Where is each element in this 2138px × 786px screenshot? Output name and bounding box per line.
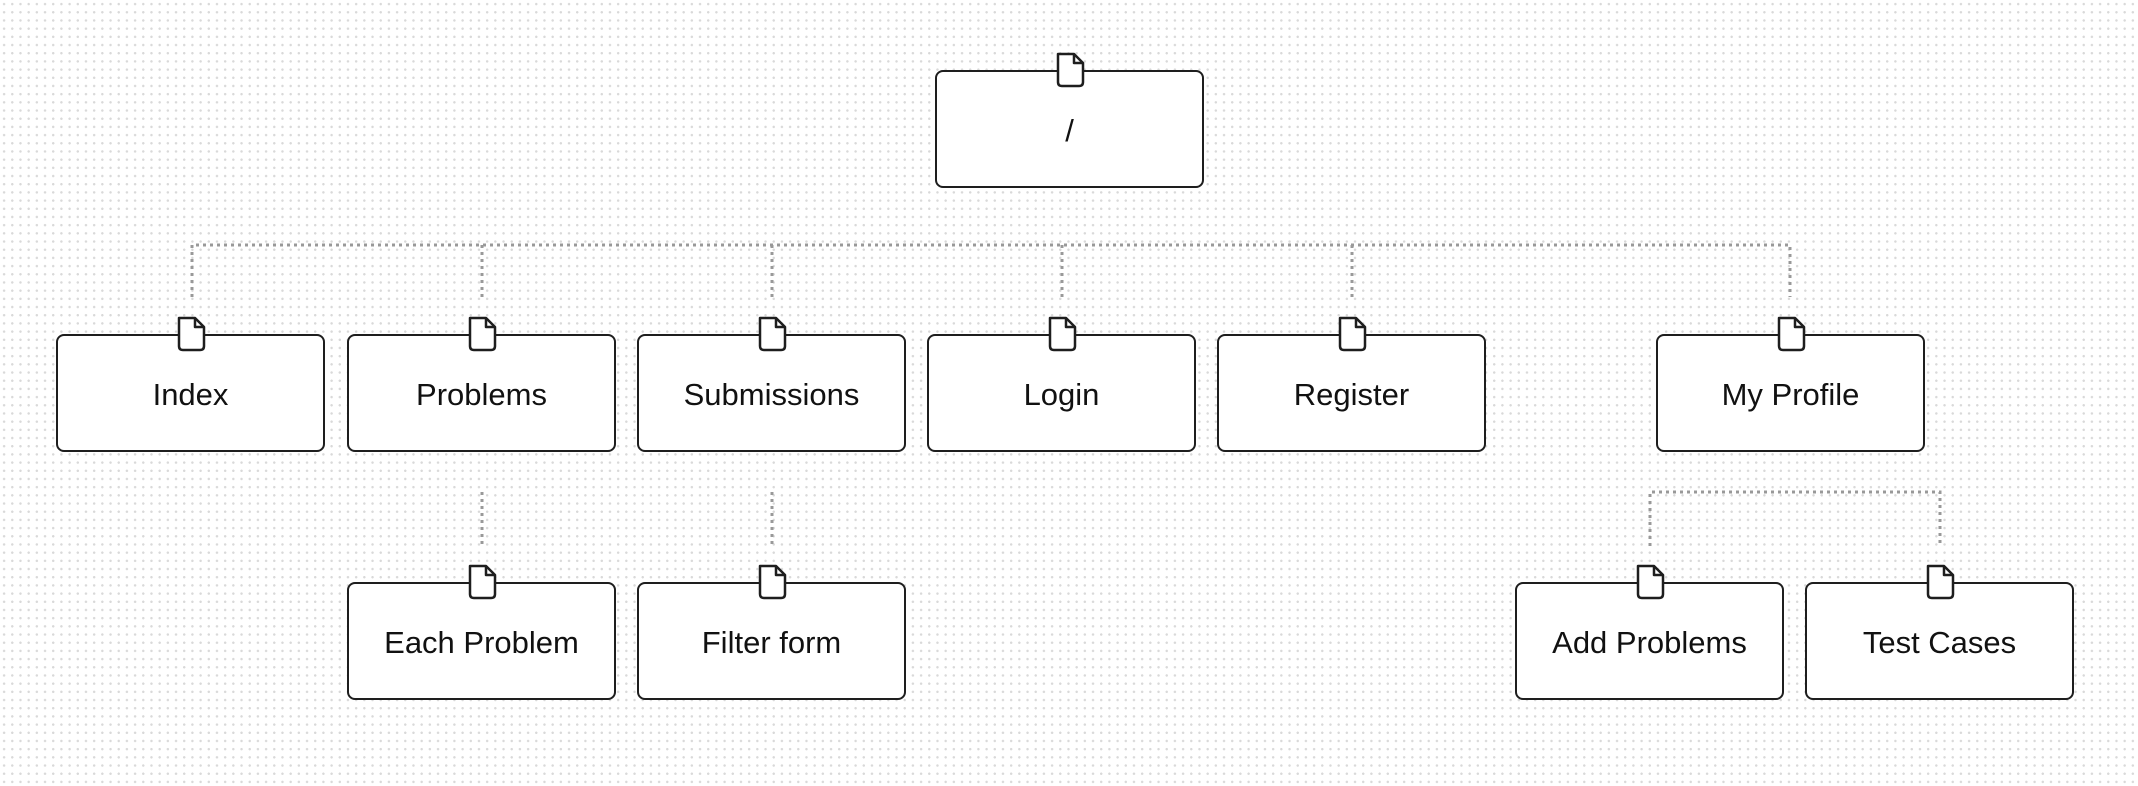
node-label: Filter form [701,625,842,660]
node-filter-form[interactable]: Filter form [637,564,906,700]
node-label: Problems [416,377,547,412]
node-test-cases[interactable]: Test Cases [1805,564,2074,700]
node-problems[interactable]: Problems [347,316,616,452]
connector-profile-children [1648,490,1942,546]
node-login[interactable]: Login [927,316,1196,452]
page-icon [176,316,206,352]
node-label: Each Problem [384,625,579,660]
node-add-problems[interactable]: Add Problems [1515,564,1784,700]
page-icon [1047,316,1077,352]
node-label: Index [152,377,229,412]
node-label: Register [1293,377,1410,412]
page-icon [757,316,787,352]
node-label: Submissions [683,377,860,412]
node-label: Add Problems [1552,625,1747,660]
page-icon [1337,316,1367,352]
node-each-problem[interactable]: Each Problem [347,564,616,700]
node-submissions[interactable]: Submissions [637,316,906,452]
page-icon [467,564,497,600]
page-icon [1055,52,1085,88]
page-icon [757,564,787,600]
node-root[interactable]: / [935,52,1204,188]
node-label: My Profile [1721,377,1860,412]
page-icon [1635,564,1665,600]
node-register[interactable]: Register [1217,316,1486,452]
node-my-profile[interactable]: My Profile [1656,316,1925,452]
page-icon [467,316,497,352]
node-label: Login [1023,377,1100,412]
page-icon [1925,564,1955,600]
connector-root-children [190,243,1792,297]
node-label: / [1065,113,1074,148]
node-label: Test Cases [1862,625,2017,660]
node-index[interactable]: Index [56,316,325,452]
page-icon [1776,316,1806,352]
